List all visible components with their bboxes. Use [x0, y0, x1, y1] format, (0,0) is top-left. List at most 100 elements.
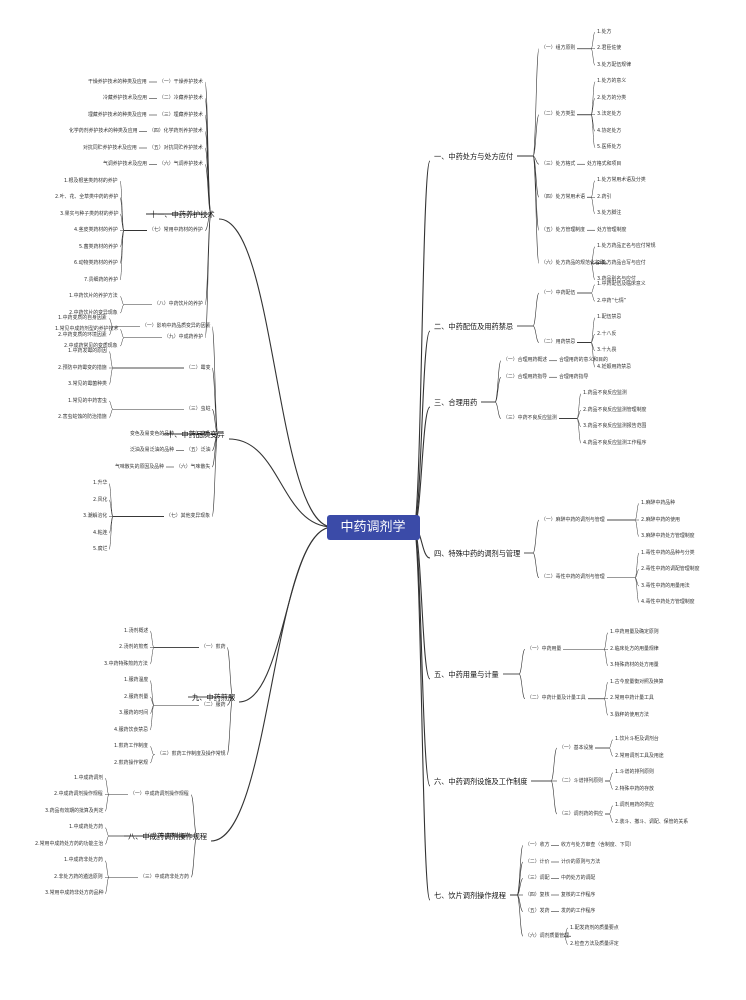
leaf-item: 合理用药指导 [559, 373, 589, 380]
connector [149, 746, 155, 755]
leaf-item: 2.中药变质的环境因素 [58, 331, 107, 338]
leaf-item: 2.毒性中药的调配管理制度 [641, 566, 700, 572]
sub-branch: （一）影响中药品质变异的因素 [142, 323, 211, 330]
sub-branch: （一）麻醉中药的调剂与管理 [541, 516, 605, 523]
connector [119, 296, 125, 305]
connector [228, 438, 333, 528]
connector [108, 400, 114, 410]
connector [590, 32, 596, 49]
connector [119, 197, 125, 231]
connector [211, 367, 219, 435]
connector [590, 317, 596, 343]
connector [149, 630, 155, 648]
connector [516, 861, 524, 896]
sub-branch: （一）组方原则 [541, 45, 576, 52]
sub-branch: （五）泛油 [186, 447, 211, 453]
leaf-item: 7.贵细药的养护 [84, 276, 119, 283]
sub-branch: （二）服药 [201, 701, 226, 708]
connector [518, 648, 526, 675]
connector [590, 292, 596, 302]
leaf-item: 发药的工作程序 [561, 908, 596, 914]
main-branch: 五、中药用量与计量 [434, 669, 499, 679]
leaf-item: 3.药品别名与应付 [597, 276, 636, 283]
leaf-item: 1.中成药处方药 [69, 824, 104, 831]
leaf-item: 2.预防中药霉变的措施 [58, 364, 107, 371]
connector [210, 526, 333, 842]
connector [576, 393, 582, 419]
sub-branch: （一）煎药 [201, 644, 226, 650]
leaf-item: 1.饮片斗柜及调剂台 [615, 736, 659, 743]
sub-branch: （八）中药饮片的养护 [154, 301, 203, 308]
sub-branch: （一）中药配伍 [541, 289, 576, 296]
sub-branch: （一）中药用量 [527, 645, 562, 652]
connector [634, 569, 640, 578]
leaf-item: 1.处方常用术语及分类 [597, 177, 646, 184]
connector [532, 155, 540, 264]
connector [108, 483, 114, 517]
sub-branch: （一）收方 [525, 842, 550, 848]
leaf-item: 1.汤剂概述 [124, 627, 149, 634]
connector [119, 329, 125, 338]
connector [518, 673, 526, 700]
leaf-item: 3.药品不良反应监测报告范围 [583, 423, 647, 430]
main-branch: 十一、中药养护技术 [150, 209, 215, 219]
connector [532, 155, 540, 231]
leaf-item: 3.药品有效期的批算及判定 [45, 807, 104, 814]
leaf-item: 1.服药温度 [124, 677, 149, 683]
leaf-item: 3.处方配伍规律 [597, 61, 632, 68]
leaf-item: 中药处方的调配 [561, 875, 596, 881]
sub-branch: （四）处方常用术语 [541, 193, 586, 200]
leaf-item: 3.特殊药材的处方用量 [610, 662, 659, 669]
leaf-item: 1.毒性中药的品种与分类 [641, 549, 695, 556]
connector [108, 499, 114, 517]
connector [532, 519, 540, 554]
sub-branch: （一）基本设施 [559, 744, 594, 751]
connector [608, 780, 614, 790]
central-topic: 中药调剂学 [326, 514, 420, 540]
connector [119, 230, 125, 281]
sub-branch: （二）斗谱排列原则 [559, 777, 604, 784]
sub-branch: （二）中药计量及计量工具 [527, 695, 586, 702]
leaf-item: 3.戥秤的使用方法 [610, 711, 649, 718]
connector [634, 503, 640, 521]
sub-branch: （二）用药禁忌 [541, 339, 576, 345]
leaf-item: 收方与处方审查（含制度、下同） [561, 842, 635, 848]
connector [608, 747, 614, 757]
leaf-item: 1.中药饮片的养护方法 [69, 293, 118, 299]
leaf-item: 1.常见中成药剂型的养护技术 [55, 326, 119, 332]
connector [590, 98, 596, 115]
leaf-item: 3.毒性中药的用量用法 [641, 582, 690, 589]
leaf-item: 4.服药饮食禁忌 [114, 726, 149, 733]
leaf-item: 3.十九畏 [597, 347, 617, 354]
leaf-item: 5.腐烂 [93, 546, 108, 552]
connector [412, 526, 431, 901]
leaf-item: 2.十八反 [597, 330, 617, 337]
connector [119, 213, 125, 231]
main-branch: 十、中药品质变异 [167, 429, 225, 439]
connector [494, 376, 502, 403]
connector [590, 342, 596, 368]
sub-branch: （七）常用中药材的养护 [149, 227, 203, 233]
connector [108, 367, 114, 385]
main-branch: 六、中药调剂设施及工作制度 [434, 776, 528, 786]
sub-branch: （三）处方格式 [541, 160, 576, 167]
leaf-item: 2.药引 [597, 193, 612, 200]
sub-branch: （六）气味散失 [176, 463, 211, 470]
leaf-item: 1.配发药剂的质量要点 [570, 924, 619, 931]
leaf-item: 合理用药的意义和目的 [559, 357, 608, 364]
leaf-item: 1.古今度量衡对照及换算 [610, 678, 664, 685]
connector [590, 284, 596, 294]
leaf-item: 3.中药特殊煎药方法 [104, 660, 148, 667]
connector [590, 263, 596, 280]
connector [590, 48, 596, 66]
leaf-item: 3.法定处方 [597, 111, 622, 118]
leaf-item: 变色及易变色的品种 [130, 430, 175, 437]
leaf-item: 1.中药变质的自身因素 [58, 315, 107, 321]
connector [211, 433, 219, 468]
connector [149, 647, 155, 665]
leaf-item: 3.麻醉中药处方管理制度 [641, 533, 695, 539]
connector [608, 739, 614, 749]
leaf-item: 2.服药剂量 [124, 693, 149, 700]
sub-branch: （四）复核 [525, 891, 550, 898]
leaf-item: 处方管理制度 [597, 226, 627, 233]
